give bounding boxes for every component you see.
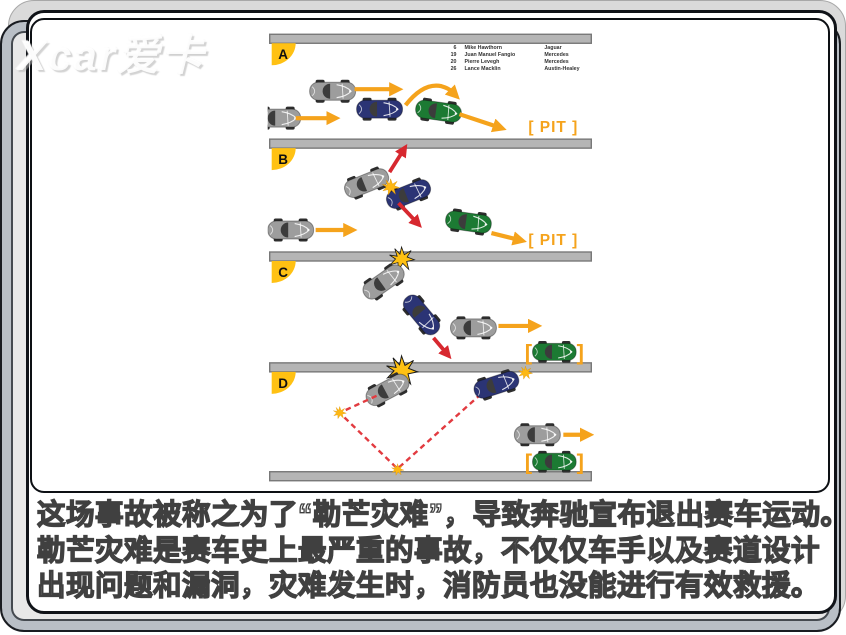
legend-car: Mercedes — [544, 59, 568, 65]
legend-driver: Pierre Levegh — [464, 59, 499, 65]
legend-car: Mercedes — [544, 52, 568, 58]
car-blue-spinning — [397, 289, 446, 341]
lemans-accident-diagram: A B C D 6 Mike Hawthorn Jaguar 19 Juan M… — [267, 33, 595, 482]
car-gray-trailing — [267, 217, 315, 243]
panel-a: [ PIT ] — [267, 79, 578, 136]
panel-c: [ ] — [357, 246, 584, 365]
panel-label-d: D — [278, 376, 288, 391]
track-wall-4 — [269, 362, 592, 373]
pit-bracket-open: [ — [525, 450, 533, 475]
car-gray-collision — [340, 163, 393, 203]
legend-driver: Juan Manuel Fangio — [464, 52, 516, 58]
caption-box: 这场事故被称之为了“勒芒灾难”，导致奔驰宣布退出赛车运动。 勒芒灾难是赛车史上最… — [29, 493, 846, 605]
arrow-to-pit — [490, 230, 527, 246]
car-blue-mercedes — [356, 97, 404, 122]
drivers-legend: 6 Mike Hawthorn Jaguar 19 Juan Manuel Fa… — [451, 45, 580, 72]
legend-car: Austin-Healey — [544, 66, 579, 72]
legend-driver: Mike Hawthorn — [464, 45, 502, 51]
caption-line-3: 出现问题和漏洞，灾难发生时，消防员也没能进行有效救援。 — [36, 569, 821, 602]
legend-number: 6 — [454, 45, 457, 51]
caption-line-1: 这场事故被称之为了“勒芒灾难”，导致奔驰宣布退出赛车运动。 — [36, 498, 846, 531]
panel-label-a: A — [278, 47, 288, 62]
panel-tab-c — [271, 260, 296, 283]
arrow-impact-down — [432, 336, 452, 360]
panel-label-c: C — [278, 265, 288, 280]
car-gray-passing — [513, 422, 561, 447]
pit-bracket-close: ] — [577, 340, 584, 365]
car-gray-1 — [309, 79, 357, 104]
track-wall-2 — [269, 138, 592, 149]
track-wall-1 — [269, 33, 592, 44]
legend-number: 19 — [451, 52, 457, 58]
diagram-box: A B C D 6 Mike Hawthorn Jaguar 19 Juan M… — [30, 18, 830, 493]
main-card: A B C D 6 Mike Hawthorn Jaguar 19 Juan M… — [26, 10, 846, 614]
caption-line-2: 勒芒灾难是赛车史上最严重的事故，不仅仅车手以及赛道设计 — [36, 534, 821, 567]
car-gray-passing — [449, 315, 497, 340]
panel-b: [ PIT ] — [267, 144, 578, 249]
arrow-impact-down — [397, 201, 422, 228]
panel-tab-b — [271, 148, 296, 171]
panel-tab-d — [271, 371, 296, 394]
arrow-to-pit — [458, 112, 507, 133]
pit-bracket-close: ] — [577, 450, 584, 475]
debris-burst-1 — [333, 406, 347, 419]
car-green-jaguar — [413, 96, 464, 127]
car-green-in-pit — [531, 450, 577, 474]
legend-number: 26 — [451, 66, 457, 72]
arrow-swerve-curve — [403, 83, 460, 107]
car-green-jaguar — [443, 206, 494, 238]
panel-tab-a — [271, 43, 296, 66]
car-green-in-pit — [531, 340, 577, 364]
debris-trajectory-dashed — [337, 390, 485, 471]
panel-d: [ ] — [333, 355, 595, 476]
pit-bracket-open: [ — [525, 340, 533, 365]
legend-number: 20 — [451, 59, 457, 65]
pit-label-a: [ PIT ] — [528, 119, 578, 136]
track-wall-5 — [269, 471, 592, 482]
car-gray-2 — [267, 106, 302, 131]
arrow-impact-up — [387, 144, 408, 174]
panel-label-b: B — [278, 152, 288, 167]
legend-car: Jaguar — [544, 45, 561, 51]
legend-driver: Lance Macklin — [464, 66, 500, 72]
track-wall-3 — [269, 251, 592, 262]
pit-label-b: [ PIT ] — [528, 232, 578, 249]
